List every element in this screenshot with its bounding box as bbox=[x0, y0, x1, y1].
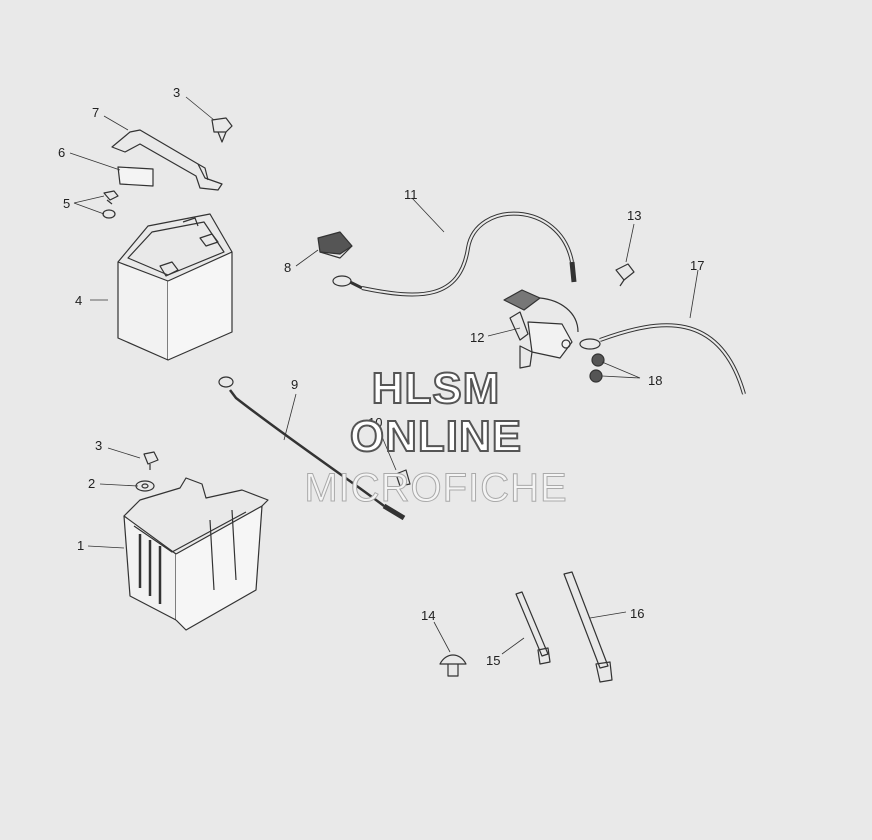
callout-10: 10 bbox=[368, 415, 382, 430]
callout-labels: 1 2 3 3 4 5 6 7 8 9 10 11 12 13 14 15 16… bbox=[58, 85, 704, 668]
cable-17 bbox=[579, 323, 746, 395]
callout-18: 18 bbox=[648, 373, 662, 388]
cable-clip bbox=[395, 469, 411, 487]
callout-15: 15 bbox=[486, 653, 500, 668]
callout-11: 11 bbox=[404, 187, 418, 202]
starter-solenoid bbox=[503, 289, 579, 369]
callout-13: 13 bbox=[627, 208, 641, 223]
screw-washer bbox=[102, 190, 119, 219]
callout-6: 6 bbox=[58, 145, 65, 160]
battery-box bbox=[123, 477, 269, 631]
nuts bbox=[589, 353, 605, 383]
screw-lower bbox=[143, 451, 159, 470]
cable-9 bbox=[218, 376, 406, 521]
tie-strap-long bbox=[563, 571, 613, 683]
push-rivet bbox=[439, 654, 467, 677]
screw-top bbox=[211, 117, 233, 143]
tie-strap-short bbox=[515, 591, 551, 665]
leader-lines bbox=[69, 96, 699, 655]
cable-11 bbox=[332, 211, 577, 297]
callout-17: 17 bbox=[690, 258, 704, 273]
battery-pad bbox=[117, 166, 154, 187]
terminal-cover bbox=[317, 231, 353, 259]
hold-down-bracket bbox=[111, 129, 223, 191]
callout-12: 12 bbox=[470, 330, 484, 345]
callout-4: 4 bbox=[75, 293, 82, 308]
callout-1: 1 bbox=[77, 538, 84, 553]
screw-13 bbox=[615, 263, 635, 287]
callout-9: 9 bbox=[291, 377, 298, 392]
callout-5: 5 bbox=[63, 196, 70, 211]
washer bbox=[135, 480, 155, 492]
callout-3-lower: 3 bbox=[95, 438, 102, 453]
callout-14: 14 bbox=[421, 608, 435, 623]
callout-16: 16 bbox=[630, 606, 644, 621]
callout-2: 2 bbox=[88, 476, 95, 491]
battery bbox=[117, 213, 233, 361]
callout-7: 7 bbox=[92, 105, 99, 120]
callout-3-top: 3 bbox=[173, 85, 180, 100]
callout-8: 8 bbox=[284, 260, 291, 275]
